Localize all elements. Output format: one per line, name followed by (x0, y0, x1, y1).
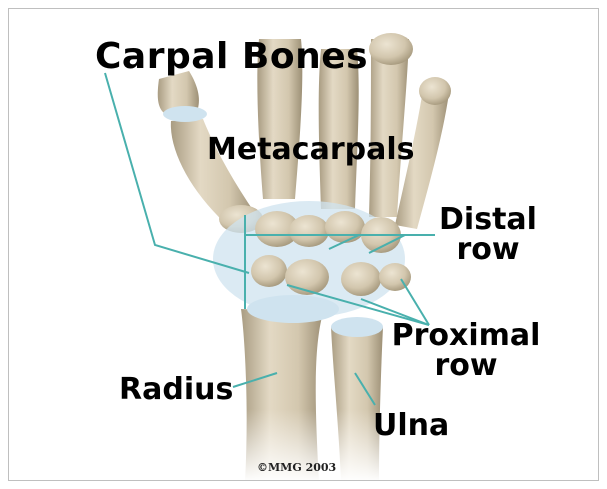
radius-label: Radius (119, 375, 233, 405)
distal-row-label-line1: Distal (433, 205, 543, 235)
diagram-title: Carpal Bones (95, 39, 368, 75)
distal-row-label-line2: row (433, 235, 543, 265)
proximal-row-label: Proximal row (391, 321, 541, 381)
proximal-row-label-line2: row (391, 351, 541, 381)
metacarpals-label: Metacarpals (207, 135, 414, 165)
diagram-frame: Carpal Bones Metacarpals Distal row Prox… (8, 8, 599, 481)
copyright-credit: ©MMG 2003 (257, 461, 336, 474)
distal-row-label: Distal row (433, 205, 543, 265)
forearm-bones (209, 295, 409, 481)
ulna-label: Ulna (373, 411, 449, 441)
proximal-row-label-line1: Proximal (391, 321, 541, 351)
